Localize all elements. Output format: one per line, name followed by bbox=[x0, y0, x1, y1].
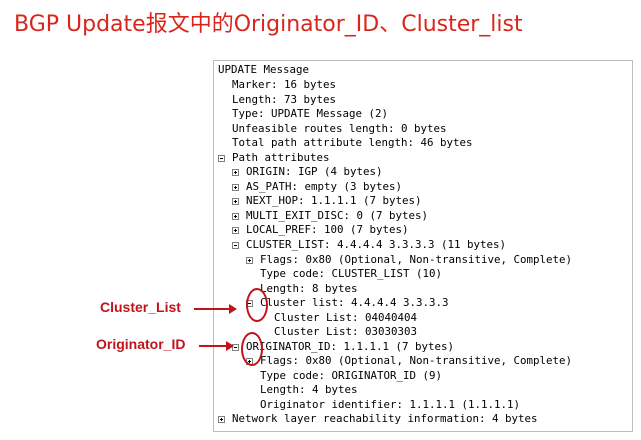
expand-icon[interactable] bbox=[246, 257, 253, 264]
collapse-icon[interactable] bbox=[218, 155, 225, 162]
type-node[interactable]: Type: UPDATE Message (2) bbox=[232, 107, 389, 120]
cluster-list-length-node[interactable]: Length: 8 bytes bbox=[260, 282, 358, 295]
collapse-icon[interactable] bbox=[232, 242, 239, 249]
update-message-node[interactable]: UPDATE Message bbox=[218, 63, 310, 76]
cluster-list-item-node[interactable]: Cluster List: 04040404 bbox=[274, 311, 418, 324]
originator-type-node[interactable]: Type code: ORIGINATOR_ID (9) bbox=[260, 369, 443, 382]
expand-icon[interactable] bbox=[232, 227, 239, 234]
cluster-list-callout: Cluster_List bbox=[100, 299, 181, 315]
as-path-node[interactable]: AS_PATH: empty (3 bytes) bbox=[246, 180, 403, 193]
packet-detail-tree[interactable]: UPDATE Message Marker: 16 bytes Length: … bbox=[213, 60, 633, 432]
next-hop-node[interactable]: NEXT_HOP: 1.1.1.1 (7 bytes) bbox=[246, 194, 422, 207]
cluster-list-arrow-head bbox=[229, 304, 237, 314]
originator-identifier-node[interactable]: Originator identifier: 1.1.1.1 (1.1.1.1) bbox=[260, 398, 521, 411]
cluster-list-value-node[interactable]: Cluster list: 4.4.4.4 3.3.3.3 bbox=[260, 296, 449, 309]
total-path-attr-node[interactable]: Total path attribute length: 46 bytes bbox=[232, 136, 473, 149]
cluster-list-type-node[interactable]: Type code: CLUSTER_LIST (10) bbox=[260, 267, 443, 280]
expand-icon[interactable] bbox=[232, 198, 239, 205]
originator-id-node[interactable]: ORIGINATOR_ID: 1.1.1.1 (7 bytes) bbox=[246, 340, 455, 353]
originator-id-arrow-head bbox=[226, 341, 234, 351]
slide-title: BGP Update报文中的Originator_ID、Cluster_list bbox=[14, 12, 523, 37]
originator-id-arrow bbox=[199, 345, 227, 347]
expand-icon[interactable] bbox=[232, 169, 239, 176]
unfeasible-length-node[interactable]: Unfeasible routes length: 0 bytes bbox=[232, 122, 447, 135]
local-pref-node[interactable]: LOCAL_PREF: 100 (7 bytes) bbox=[246, 223, 409, 236]
originator-id-callout: Originator_ID bbox=[96, 336, 186, 352]
nlri-node[interactable]: Network layer reachability information: … bbox=[232, 412, 538, 425]
cluster-list-arrow bbox=[194, 308, 230, 310]
origin-node[interactable]: ORIGIN: IGP (4 bytes) bbox=[246, 165, 383, 178]
cluster-list-highlight-circle bbox=[246, 288, 268, 322]
length-node[interactable]: Length: 73 bytes bbox=[232, 93, 337, 106]
originator-flags-node[interactable]: Flags: 0x80 (Optional, Non-transitive, C… bbox=[260, 354, 573, 367]
expand-icon[interactable] bbox=[218, 416, 225, 423]
originator-id-highlight-circle bbox=[241, 332, 263, 366]
path-attributes-node[interactable]: Path attributes bbox=[232, 151, 330, 164]
marker-node[interactable]: Marker: 16 bytes bbox=[232, 78, 337, 91]
originator-length-node[interactable]: Length: 4 bytes bbox=[260, 383, 358, 396]
cluster-list-item-node[interactable]: Cluster List: 03030303 bbox=[274, 325, 418, 338]
med-node[interactable]: MULTI_EXIT_DISC: 0 (7 bytes) bbox=[246, 209, 429, 222]
expand-icon[interactable] bbox=[232, 213, 239, 220]
cluster-list-node[interactable]: CLUSTER_LIST: 4.4.4.4 3.3.3.3 (11 bytes) bbox=[246, 238, 507, 251]
cluster-list-flags-node[interactable]: Flags: 0x80 (Optional, Non-transitive, C… bbox=[260, 253, 573, 266]
expand-icon[interactable] bbox=[232, 184, 239, 191]
